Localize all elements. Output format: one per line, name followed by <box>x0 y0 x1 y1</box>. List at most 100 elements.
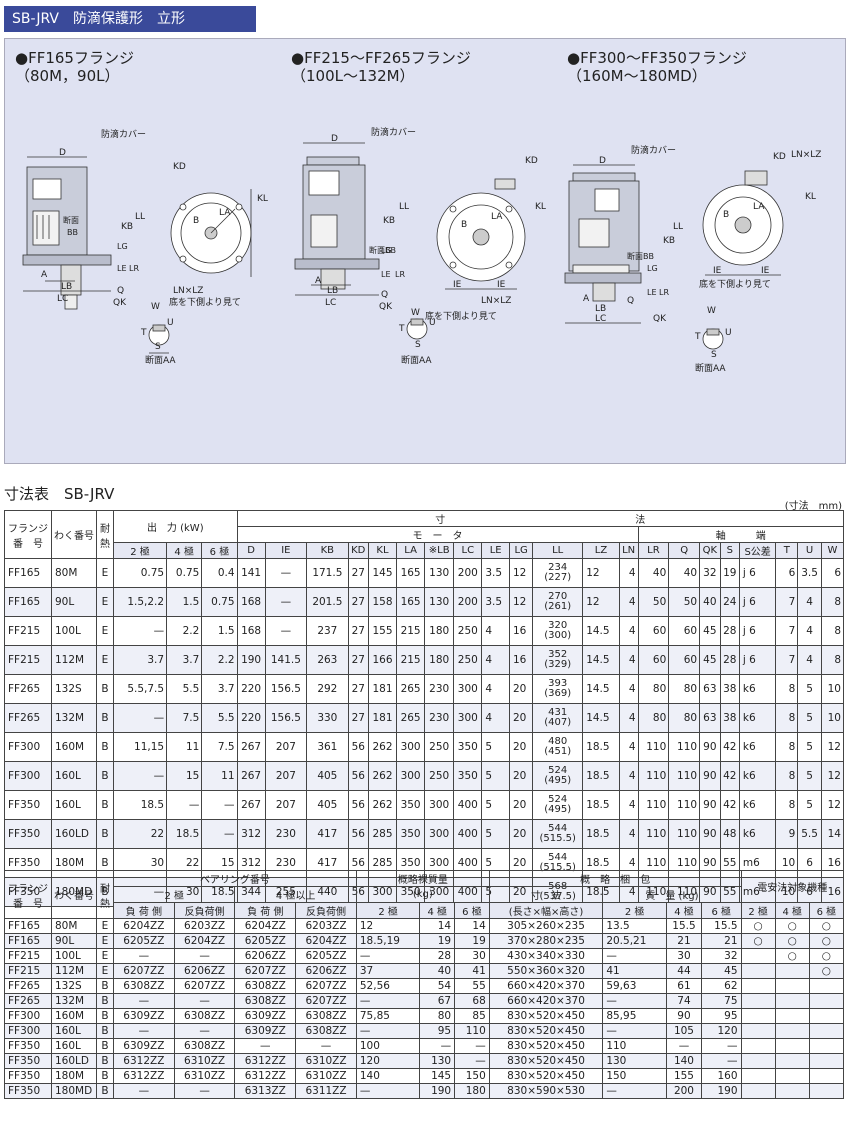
cell-KL: 181 <box>367 703 398 733</box>
cell-S: 28 <box>719 645 740 675</box>
dimension-drawing-panel: ●FF165フランジ （80M，90L） ●FF215～FF265フランジ （1… <box>4 38 846 464</box>
cell-LA: 350 <box>396 790 426 820</box>
cell-LA: 165 <box>396 587 426 617</box>
cell-St: k6 <box>738 790 777 820</box>
svg-text:S: S <box>711 350 717 360</box>
cell-b4l: 6207ZZ <box>234 963 297 979</box>
th-col: T <box>775 542 799 559</box>
cell-heat: E <box>96 616 114 646</box>
cell-e2 <box>740 948 776 964</box>
cell-QK: 45 <box>699 616 721 646</box>
cell-LA: 215 <box>396 645 426 675</box>
cell-T: 7 <box>775 587 799 617</box>
cell-m4: 28 <box>419 948 456 964</box>
drawing-ff300-section <box>702 328 724 350</box>
cell-p2: 0.75 <box>112 558 168 588</box>
svg-text:W: W <box>411 308 420 318</box>
cell-k4: 200 <box>665 1083 703 1099</box>
cell-e6 <box>808 1053 845 1069</box>
cell-k4: 30 <box>665 948 703 964</box>
page-header: SB-JRV 防滴保護形 立形 <box>4 6 256 32</box>
cell-QK: 90 <box>699 761 721 791</box>
cell-D: 141 <box>236 558 266 588</box>
cell-St: k6 <box>738 819 777 849</box>
cell-LA: 265 <box>396 703 426 733</box>
cell-LG: 20 <box>508 790 534 820</box>
cell-flange: FF300 <box>4 761 52 791</box>
cell-heat: B <box>96 674 114 704</box>
th-heat: 耐熱 <box>96 510 114 559</box>
cell-LL: 234(227) <box>532 558 584 588</box>
cell-LN: 4 <box>618 819 639 849</box>
cell-LE: 5 <box>481 761 510 791</box>
svg-text:LG: LG <box>381 246 392 255</box>
cell-m2: — <box>355 1023 421 1039</box>
cell-b2a: 6308ZZ <box>173 1008 236 1024</box>
cell-LZ: 14.5 <box>582 674 620 704</box>
cell-flange: FF265 <box>4 703 52 733</box>
cell-Q: 110 <box>668 732 701 762</box>
th-col: KL <box>367 542 398 559</box>
cell-frame: 160M <box>51 732 97 762</box>
cell-size: 830×520×450 <box>488 1053 604 1069</box>
th-col: IE <box>264 542 308 559</box>
cell-U: 4 <box>797 616 822 646</box>
cell-b4a: 6203ZZ <box>295 918 357 934</box>
svg-text:T: T <box>140 328 147 338</box>
svg-text:断面BB: 断面BB <box>627 251 654 261</box>
cell-KL: 155 <box>367 616 398 646</box>
cell-e4 <box>774 963 810 979</box>
cell-k6: 190 <box>701 1083 742 1099</box>
cell-flange: FF215 <box>4 645 52 675</box>
cell-frame: 112M <box>51 963 97 979</box>
cell-IE: 141.5 <box>264 645 308 675</box>
cell-p4: 5.5 <box>166 674 203 704</box>
svg-text:KB: KB <box>121 222 133 232</box>
cell-m4: 40 <box>419 963 456 979</box>
cell-k6: 32 <box>701 948 742 964</box>
cell-m4: 80 <box>419 1008 456 1024</box>
cell-m6: 150 <box>454 1068 490 1084</box>
svg-text:KL: KL <box>535 202 546 212</box>
cell-LB: 250 <box>424 761 455 791</box>
cell-k6: 160 <box>701 1068 742 1084</box>
cell-b4a: 6310ZZ <box>295 1053 357 1069</box>
cell-k6: — <box>701 1038 742 1054</box>
th-col: U <box>797 542 822 559</box>
cell-b2l: 6309ZZ <box>113 1008 175 1024</box>
cell-D: 267 <box>236 761 266 791</box>
cell-m6: — <box>454 1038 490 1054</box>
cell-heat: B <box>96 978 114 994</box>
cell-m2: 18.5,19 <box>355 933 421 949</box>
svg-text:U: U <box>429 318 436 328</box>
cell-frame: 160LD <box>51 1053 97 1069</box>
cell-S: 38 <box>719 674 740 704</box>
cell-e6: ○ <box>808 948 845 964</box>
cell-size: 830×590×530 <box>488 1083 604 1099</box>
svg-text:Q: Q <box>117 286 124 296</box>
cell-e2 <box>740 1068 776 1084</box>
cell-Q: 60 <box>668 645 701 675</box>
cell-m4: 145 <box>419 1068 456 1084</box>
svg-text:LE: LE <box>647 288 657 297</box>
cell-LC: 350 <box>453 761 483 791</box>
cell-S: 38 <box>719 703 740 733</box>
cell-frame: 80M <box>51 558 97 588</box>
cell-heat: E <box>96 933 114 949</box>
cell-m4: 67 <box>419 993 456 1009</box>
cell-flange: FF300 <box>4 732 52 762</box>
cell-LN: 4 <box>618 558 639 588</box>
cell-U: 5.5 <box>797 819 822 849</box>
cell-LL: 524(495) <box>532 761 584 791</box>
cell-Q: 80 <box>668 674 701 704</box>
cell-LR: 80 <box>637 674 670 704</box>
cell-LZ: 18.5 <box>582 819 620 849</box>
cell-p4: 18.5 <box>166 819 203 849</box>
cell-LG: 20 <box>508 819 534 849</box>
svg-text:LA: LA <box>219 208 231 218</box>
cell-frame: 180MD <box>51 1083 97 1099</box>
cell-k4: 140 <box>665 1053 703 1069</box>
cell-T: 7 <box>775 616 799 646</box>
svg-text:W: W <box>707 306 716 316</box>
